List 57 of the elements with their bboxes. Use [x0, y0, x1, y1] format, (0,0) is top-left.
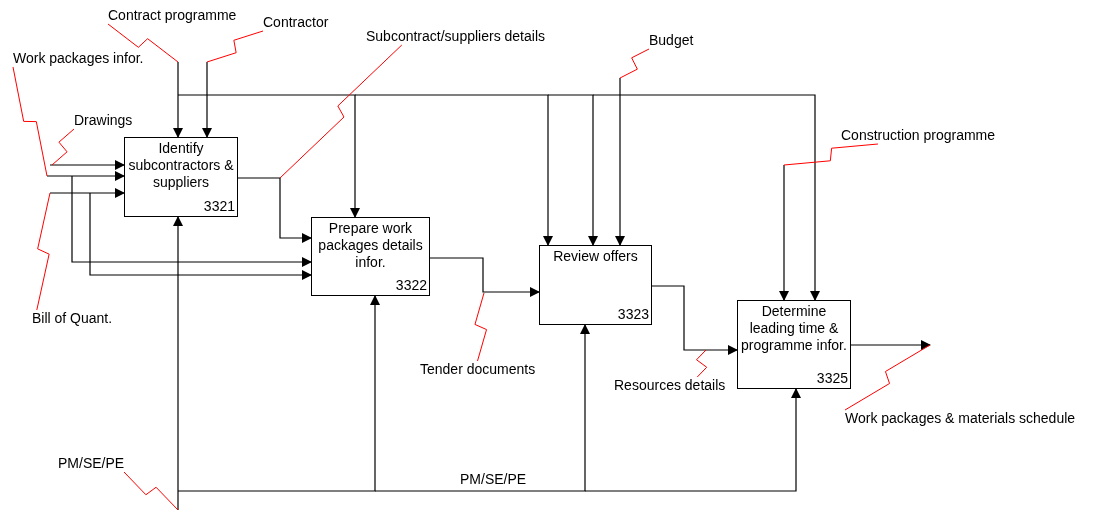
arrow	[374, 324, 590, 492]
arrow	[49, 160, 125, 170]
flow-label: Tender documents	[420, 361, 536, 378]
flow-label: Contractor	[263, 14, 329, 31]
activity-title: Prepare work packages details infor.	[317, 220, 424, 271]
activity-number: 3322	[395, 277, 427, 294]
flow-label: Work packages & materials schedule	[845, 410, 1076, 427]
activity-title: Review offers	[552, 248, 639, 265]
activity-title: Determine leading time & programme infor.	[740, 303, 848, 354]
activity-number: 3325	[816, 370, 848, 387]
flow-label: Contract programme	[108, 7, 237, 24]
arrow	[202, 61, 212, 138]
activity-box	[737, 300, 851, 389]
leader-line	[783, 143, 879, 166]
flow-label: Resources details	[614, 377, 726, 394]
leader-line	[279, 44, 403, 179]
leader-line	[206, 30, 264, 63]
arrow	[615, 77, 625, 246]
arrow	[850, 340, 931, 350]
arrow	[46, 171, 125, 181]
leader-line	[474, 292, 488, 362]
activity-box	[539, 245, 652, 325]
flow-label: Bill of Quant.	[32, 310, 113, 327]
arrow	[71, 175, 312, 267]
flow-label: Construction programme	[841, 127, 996, 144]
flow-label: PM/SE/PE	[58, 455, 125, 472]
activity-number: 3323	[617, 306, 649, 323]
arrow	[89, 192, 312, 280]
arrow	[177, 295, 380, 492]
flow-label: Subcontract/suppliers details	[366, 28, 545, 45]
arrow	[429, 257, 540, 297]
leader-line	[51, 128, 75, 166]
activity-title: Identify subcontractors & suppliers	[127, 140, 235, 191]
activity-number: 3321	[203, 198, 235, 215]
flow-label: Drawings	[74, 112, 133, 129]
arrow	[779, 164, 789, 301]
activity-box	[124, 137, 238, 217]
leader-line	[12, 66, 48, 177]
activity-box	[311, 217, 430, 296]
arrow	[584, 388, 801, 492]
arrow	[173, 216, 183, 511]
arrow	[237, 177, 312, 243]
arrow	[354, 94, 553, 246]
flow-label: Work packages infor.	[13, 50, 144, 67]
leader-line	[844, 344, 931, 411]
leader-line	[123, 471, 179, 511]
arrow	[651, 285, 738, 355]
arrow	[49, 188, 125, 198]
arrow	[177, 94, 360, 218]
leader-line	[107, 23, 179, 63]
arrow	[592, 94, 820, 301]
arrow	[173, 61, 183, 138]
arrow	[547, 94, 598, 246]
leader-line	[696, 349, 708, 378]
leader-line	[36, 192, 51, 311]
flow-label: Budget	[649, 32, 694, 49]
leader-line	[619, 48, 650, 79]
